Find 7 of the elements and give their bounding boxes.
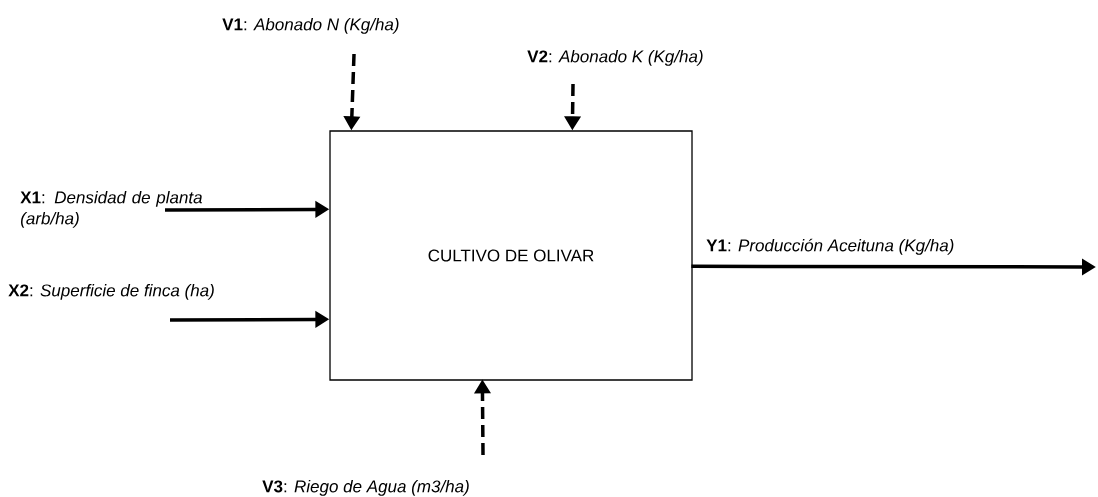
input-label: V3: Riego de Agua (m3/ha) [262,479,469,496]
process-box: CULTIVO DE OLIVAR [329,130,693,381]
input-label: V1: Abonado N (Kg/ha) [222,17,399,34]
input-label: X2: Superficie de finca (ha) [8,283,214,300]
input-label: V2: Abonado K (Kg/ha) [527,49,703,66]
edge-label: Y1: Producción Aceituna (Kg/ha) [706,238,954,255]
input-label: X1: Densidad de planta (arb/ha) [20,190,202,228]
